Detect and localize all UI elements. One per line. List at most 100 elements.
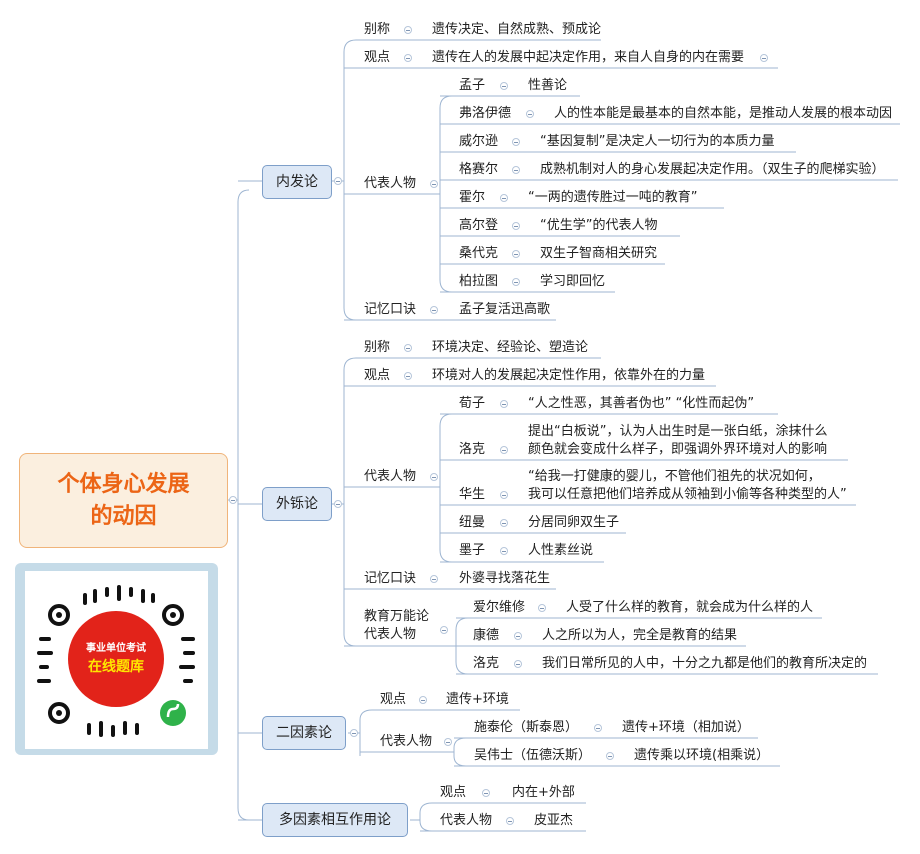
collapse-icon[interactable] [512, 250, 520, 258]
collapse-icon[interactable] [500, 519, 508, 527]
branch-eryinsu[interactable]: 二因素论 [262, 716, 346, 750]
collapse-icon[interactable] [404, 26, 412, 34]
person-name: 格赛尔 [459, 162, 499, 177]
person-name: 吴伟士（伍德沃斯） [474, 748, 592, 763]
person-name: 纽曼 [459, 515, 486, 530]
collapse-icon[interactable] [334, 500, 342, 508]
person-desc: 双生子智商相关研究 [540, 246, 658, 261]
collapse-icon[interactable] [500, 547, 508, 555]
person-name: 爱尔维修 [473, 600, 526, 615]
collapse-icon[interactable] [482, 789, 490, 797]
person-desc: 人的性本能是最基本的自然本能，是推动人发展的根本动因 [554, 106, 893, 121]
mini-program-code: 事业单位考试 在线题库 [15, 563, 218, 755]
qr-card: 事业单位考试 在线题库 [25, 571, 208, 749]
person-name: 孟子 [459, 78, 486, 93]
person-name: 荀子 [459, 396, 486, 411]
neifa-guandian-label: 观点 [364, 50, 391, 65]
waishuo-mnemonic-value: 外婆寻找落花生 [459, 571, 551, 586]
person-name: 柏拉图 [459, 274, 499, 289]
logo-circle [68, 611, 164, 707]
collapse-icon[interactable] [440, 626, 448, 634]
collapse-icon[interactable] [500, 82, 508, 90]
branch-duoyinsu[interactable]: 多因素相互作用论 [262, 803, 408, 837]
collapse-icon[interactable] [500, 194, 508, 202]
neifa-bieming-label: 别称 [364, 22, 391, 37]
collapse-icon[interactable] [538, 604, 546, 612]
person-desc: 人之所以为人，完全是教育的结果 [542, 628, 738, 643]
person-desc: 成熟机制对人的身心发展起决定作用。（双生子的爬梯实验） [540, 162, 885, 177]
person-name: 高尔登 [459, 218, 499, 233]
collapse-icon[interactable] [514, 660, 522, 668]
person-name: 施泰伦（斯泰恩） [474, 720, 579, 735]
branch-waishuo[interactable]: 外铄论 [262, 487, 332, 521]
qr-code-icon: 事业单位考试 在线题库 [37, 585, 195, 737]
waishuo-mnemonic-label: 记忆口诀 [364, 571, 417, 586]
duoyinsu-people-value: 皮亚杰 [534, 813, 574, 828]
edu-people-label: 教育万能论 代表人物 [364, 609, 430, 642]
person-desc: “给我一打健康的婴儿，不管他们祖先的状况如何， 我可以任意把他们培养成从领袖到小… [528, 469, 847, 502]
collapse-icon[interactable] [419, 696, 427, 704]
collapse-icon[interactable] [500, 446, 508, 454]
collapse-icon[interactable] [334, 177, 342, 185]
person-name: 弗洛伊德 [459, 106, 512, 121]
person-desc: 人性素丝说 [528, 543, 594, 558]
waishuo-guandian-label: 观点 [364, 368, 391, 383]
person-desc: 性善论 [528, 78, 568, 93]
collapse-icon[interactable] [404, 344, 412, 352]
collapse-icon[interactable] [512, 166, 520, 174]
neifa-people-label: 代表人物 [364, 176, 417, 191]
person-desc: 我们日常所见的人中，十分之九都是他们的教育所决定的 [542, 656, 868, 671]
collapse-icon[interactable] [404, 54, 412, 62]
eryinsu-people-label: 代表人物 [380, 734, 433, 749]
waishuo-people-label: 代表人物 [364, 469, 417, 484]
duoyinsu-people-label: 代表人物 [440, 813, 493, 828]
person-name: 威尔逊 [459, 134, 499, 149]
eryinsu-guandian-value: 遗传+环境 [446, 692, 509, 707]
collapse-icon[interactable] [512, 138, 520, 146]
collapse-icon[interactable] [506, 817, 514, 825]
neifa-mnemonic-label: 记忆口诀 [364, 302, 417, 317]
person-desc: “一两的遗传胜过一吨的教育” [528, 190, 698, 205]
collapse-icon[interactable] [229, 496, 237, 504]
logo-line2: 在线题库 [88, 658, 144, 675]
collapse-icon[interactable] [430, 180, 438, 188]
logo-line1: 事业单位考试 [86, 641, 146, 654]
person-desc: “优生学”的代表人物 [540, 218, 658, 233]
collapse-icon[interactable] [500, 491, 508, 499]
neifa-mnemonic-value: 孟子复活迅高歌 [459, 302, 551, 317]
person-desc: 遗传乘以环境(相乘说） [634, 748, 770, 763]
duoyinsu-guandian-label: 观点 [440, 785, 467, 800]
collapse-icon[interactable] [430, 473, 438, 481]
collapse-icon[interactable] [444, 738, 452, 746]
person-name: 华生 [459, 487, 486, 502]
collapse-icon[interactable] [404, 372, 412, 380]
person-name: 康德 [473, 628, 500, 643]
neifa-bieming-value: 遗传决定、自然成熟、预成论 [432, 22, 602, 37]
root-node[interactable]: 个体身心发展 的动因 [19, 453, 228, 548]
neifa-guandian-value: 遗传在人的发展中起决定作用，来自人自身的内在需要 [432, 50, 745, 65]
collapse-icon[interactable] [526, 110, 534, 118]
waishuo-guandian-value: 环境对人的发展起决定性作用，依靠外在的力量 [432, 368, 706, 383]
collapse-icon[interactable] [760, 54, 768, 62]
person-desc: 学习即回忆 [540, 274, 606, 289]
person-desc: 遗传+环境（相加说） [622, 720, 750, 735]
collapse-icon[interactable] [594, 724, 602, 732]
eryinsu-guandian-label: 观点 [380, 692, 407, 707]
collapse-icon[interactable] [606, 752, 614, 760]
duoyinsu-guandian-value: 内在+外部 [512, 785, 575, 800]
person-desc: “人之性恶，其善者伪也” “化性而起伪” [528, 396, 755, 411]
person-name: 霍尔 [459, 190, 486, 205]
person-name: 洛克 [459, 442, 486, 457]
collapse-icon[interactable] [350, 729, 358, 737]
branch-neifa[interactable]: 内发论 [262, 165, 332, 199]
collapse-icon[interactable] [430, 306, 438, 314]
collapse-icon[interactable] [430, 575, 438, 583]
collapse-icon[interactable] [512, 278, 520, 286]
person-name: 桑代克 [459, 246, 499, 261]
person-desc: “基因复制”是决定人一切行为的本质力量 [540, 134, 775, 149]
person-name: 墨子 [459, 543, 486, 558]
collapse-icon[interactable] [514, 632, 522, 640]
collapse-icon[interactable] [500, 400, 508, 408]
collapse-icon[interactable] [512, 222, 520, 230]
